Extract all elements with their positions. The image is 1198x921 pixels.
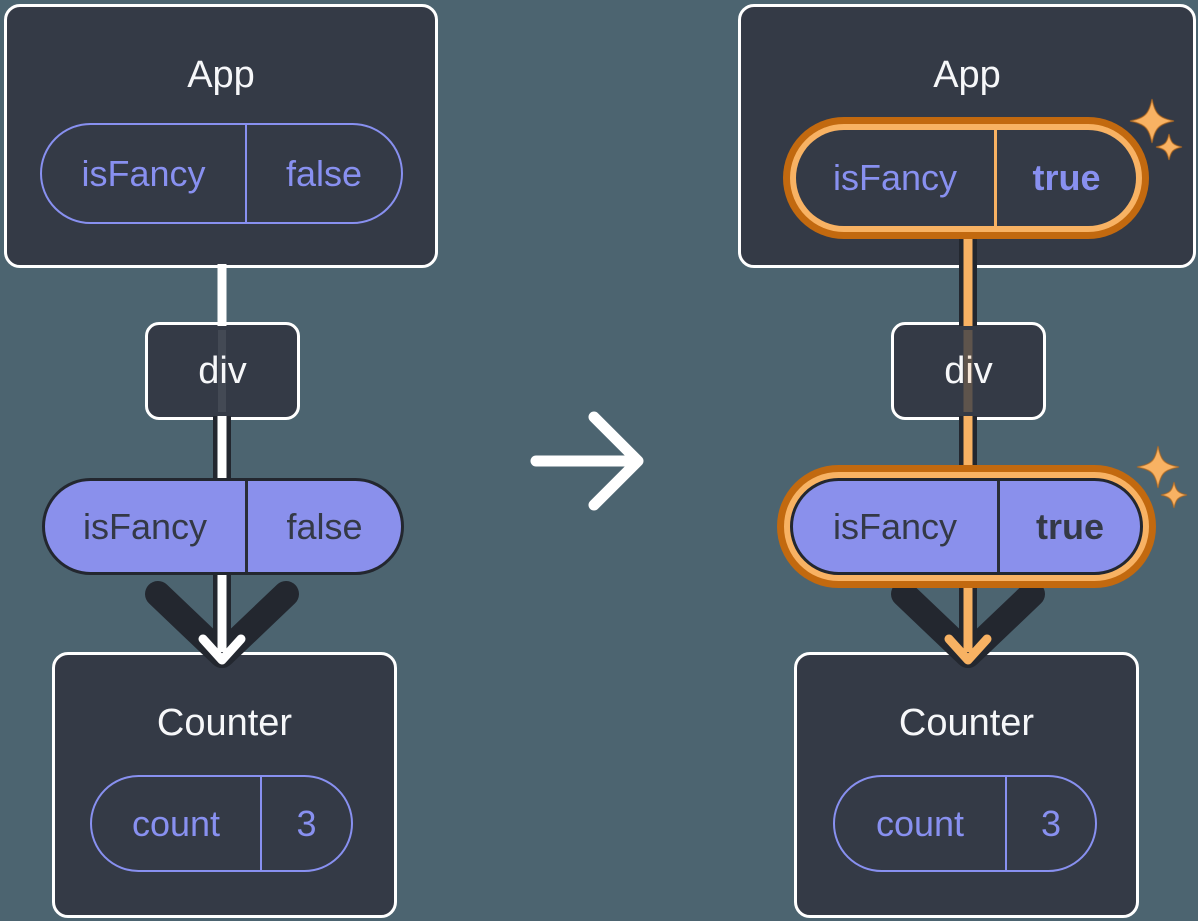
state-name: count — [92, 777, 262, 870]
state-value: 3 — [296, 802, 317, 844]
state-name: isFancy — [42, 125, 247, 222]
prop-value: true — [1035, 505, 1104, 547]
arrow-right-icon — [530, 411, 644, 511]
app-title: App — [187, 54, 255, 96]
div-label: div — [198, 349, 247, 392]
sparkle-icon — [1136, 445, 1180, 489]
sparkle-icon — [1160, 481, 1188, 509]
div-label: div — [944, 349, 993, 392]
state-name: isFancy — [796, 130, 997, 226]
state-pill-counter-after: count 3 — [833, 775, 1097, 872]
div-node-after: div — [891, 322, 1046, 420]
prop-pill-after: isFancy true — [790, 478, 1143, 575]
counter-title: Counter — [156, 702, 293, 744]
state-pill-counter-before: count 3 — [90, 775, 353, 872]
state-value: 3 — [1040, 802, 1062, 844]
state-pill-app-before: isFancy false — [40, 123, 403, 224]
counter-title: Counter — [898, 702, 1035, 744]
div-node-before: div — [145, 322, 300, 420]
prop-name: isFancy — [793, 481, 1000, 572]
prop-pill-before: isFancy false — [42, 478, 404, 575]
arrow-down-chevron-before — [145, 581, 299, 668]
prop-value: false — [286, 505, 363, 547]
arrow-down-chevron-after — [891, 581, 1045, 668]
state-value: false — [285, 152, 363, 194]
state-value: true — [1032, 157, 1101, 198]
prop-name: isFancy — [45, 481, 248, 572]
app-title: App — [933, 54, 1001, 96]
state-pill-app-after: isFancy true — [796, 130, 1136, 226]
state-name: count — [835, 777, 1007, 870]
